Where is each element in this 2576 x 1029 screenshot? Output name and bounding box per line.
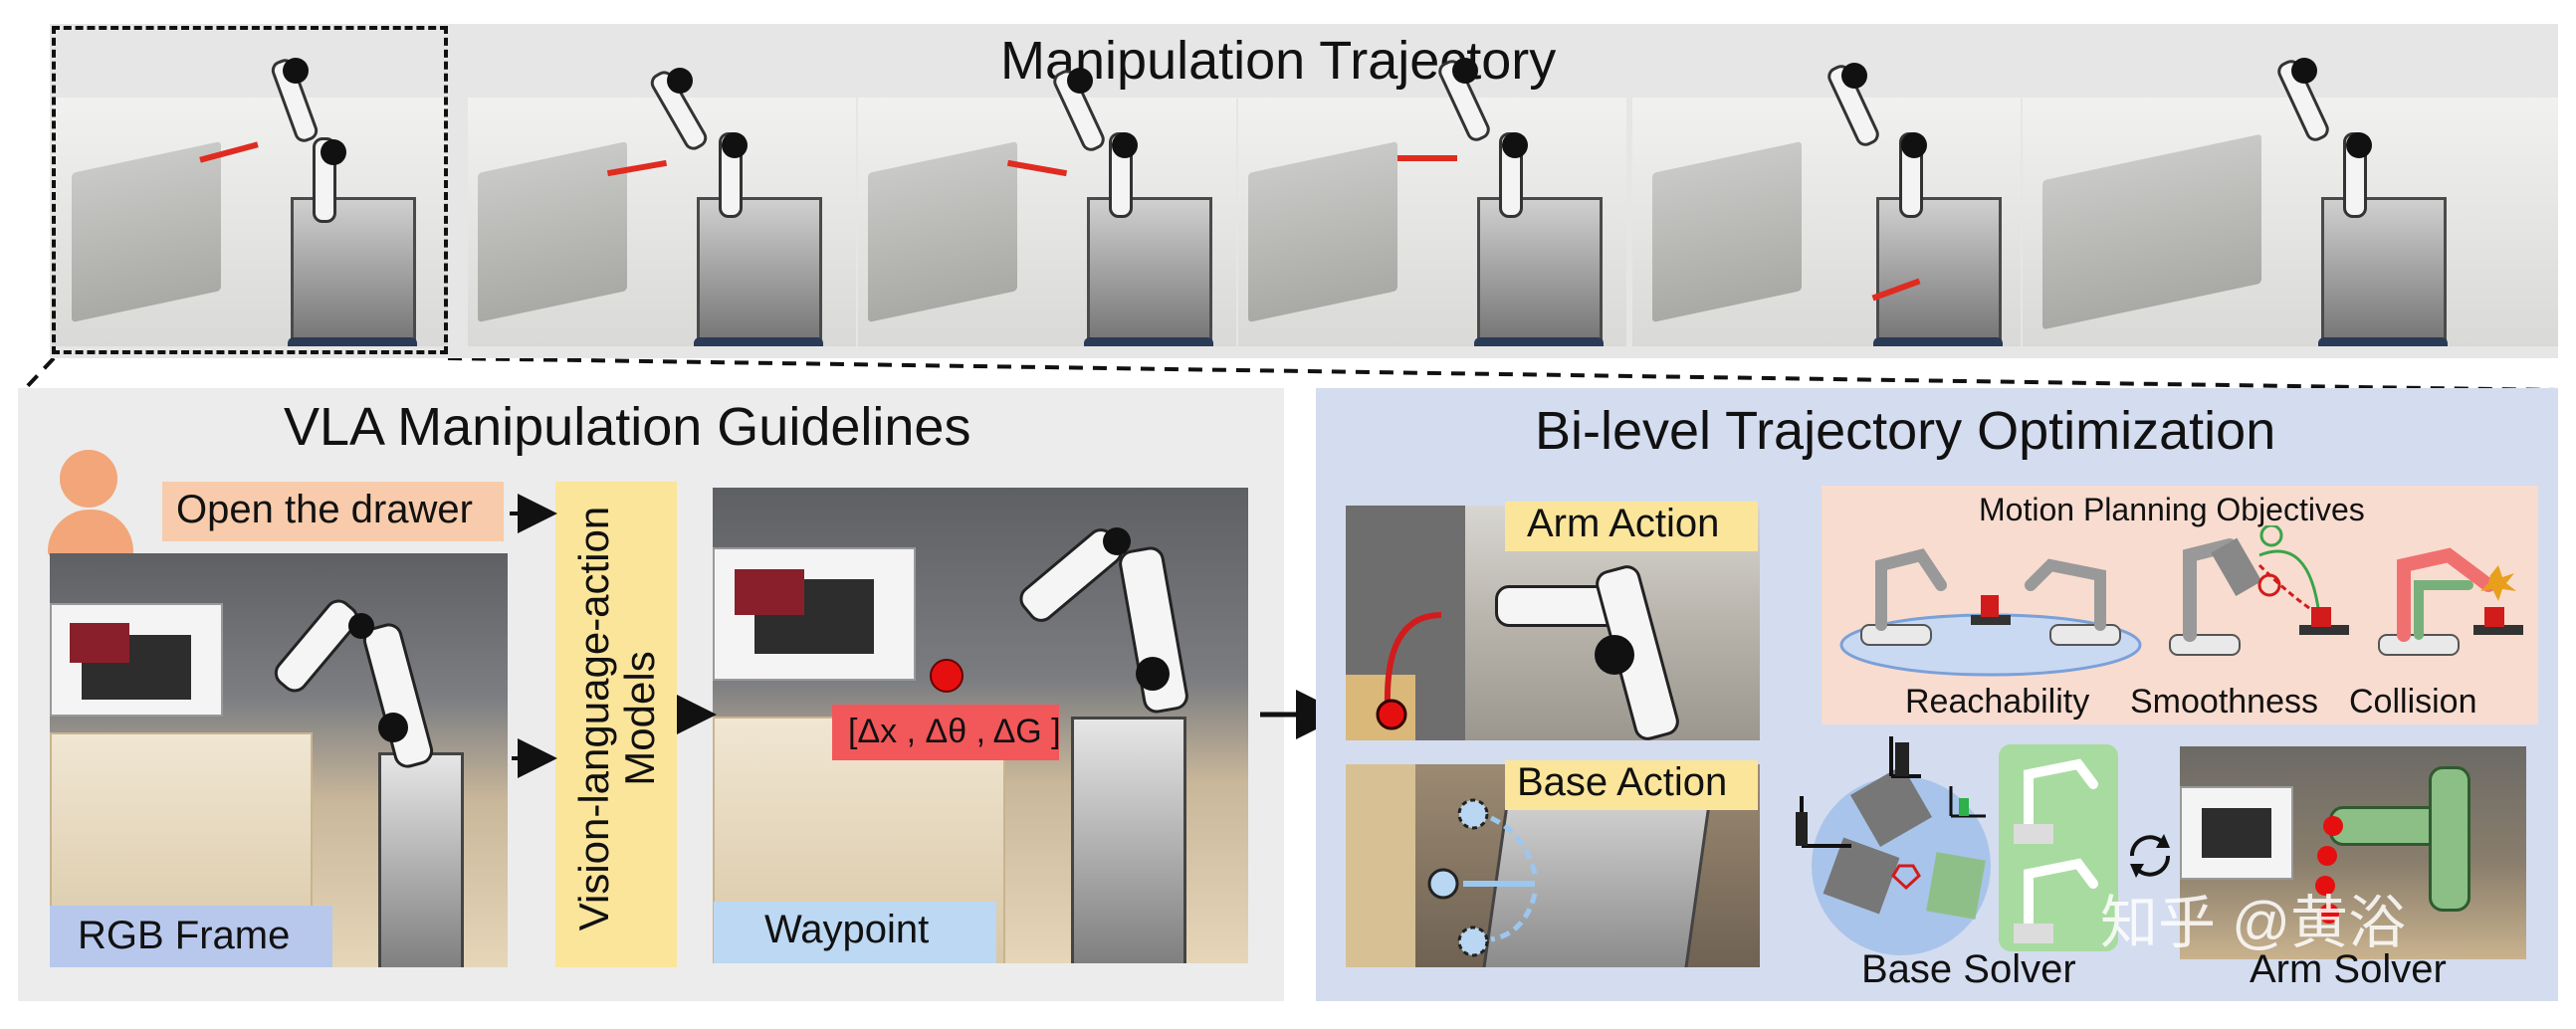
optimization-title: Bi-level Trajectory Optimization [1535,401,2276,461]
collision-illustration [2378,547,2523,656]
base-solver-label: Base Solver [1861,947,2076,991]
waypoint-label-bg [714,902,996,963]
trajectory-frame-4 [1238,38,1626,346]
delta-action-text: [Δx , Δθ , ΔG ] [848,713,1061,750]
instruction-text: Open the drawer [176,488,473,531]
trajectory-frame-5 [1632,38,2021,346]
objective-reachability: Reachability [1905,683,2090,720]
arm-solver-image [2180,746,2526,959]
waypoint-label: Waypoint [764,908,930,951]
rgb-label-bg [50,906,332,967]
objective-smoothness: Smoothness [2130,683,2318,720]
simulated-arms [2014,758,2098,943]
highlighted-frame-border [52,26,448,354]
smoothness-illustration [2169,525,2349,656]
vla-model-box [555,482,677,967]
sync-icon [2129,834,2171,878]
base-solver-illustration [1796,736,1991,955]
watermark: 知乎 @黄浴 [2100,891,2406,955]
waypoint-marker [930,659,964,693]
objective-illustrations [1839,525,2523,677]
trajectory-frame-6 [2023,38,2558,346]
base-action-label: Base Action [1517,760,1728,804]
trajectory-frame-2 [468,38,856,346]
delta-action-box [832,705,1059,760]
rgb-frame-label: RGB Frame [78,914,291,957]
arm-solver-label: Arm Solver [2250,947,2447,991]
motion-planning-title: Motion Planning Objectives [1979,492,2365,527]
objective-collision: Collision [2349,683,2477,720]
user-icon [60,450,117,508]
trajectory-frame-3 [858,38,1236,346]
simulation-box [1999,744,2118,951]
zoom-connector-line [20,358,2559,394]
reachability-illustration [1839,548,2142,677]
arm-action-label-bg [1505,502,1758,551]
base-action-label-bg [1505,760,1758,810]
trajectory-frame-1 [52,38,448,346]
arm-action-label: Arm Action [1527,502,1720,545]
instruction-box [162,482,504,541]
vla-title: VLA Manipulation Guidelines [284,397,971,457]
